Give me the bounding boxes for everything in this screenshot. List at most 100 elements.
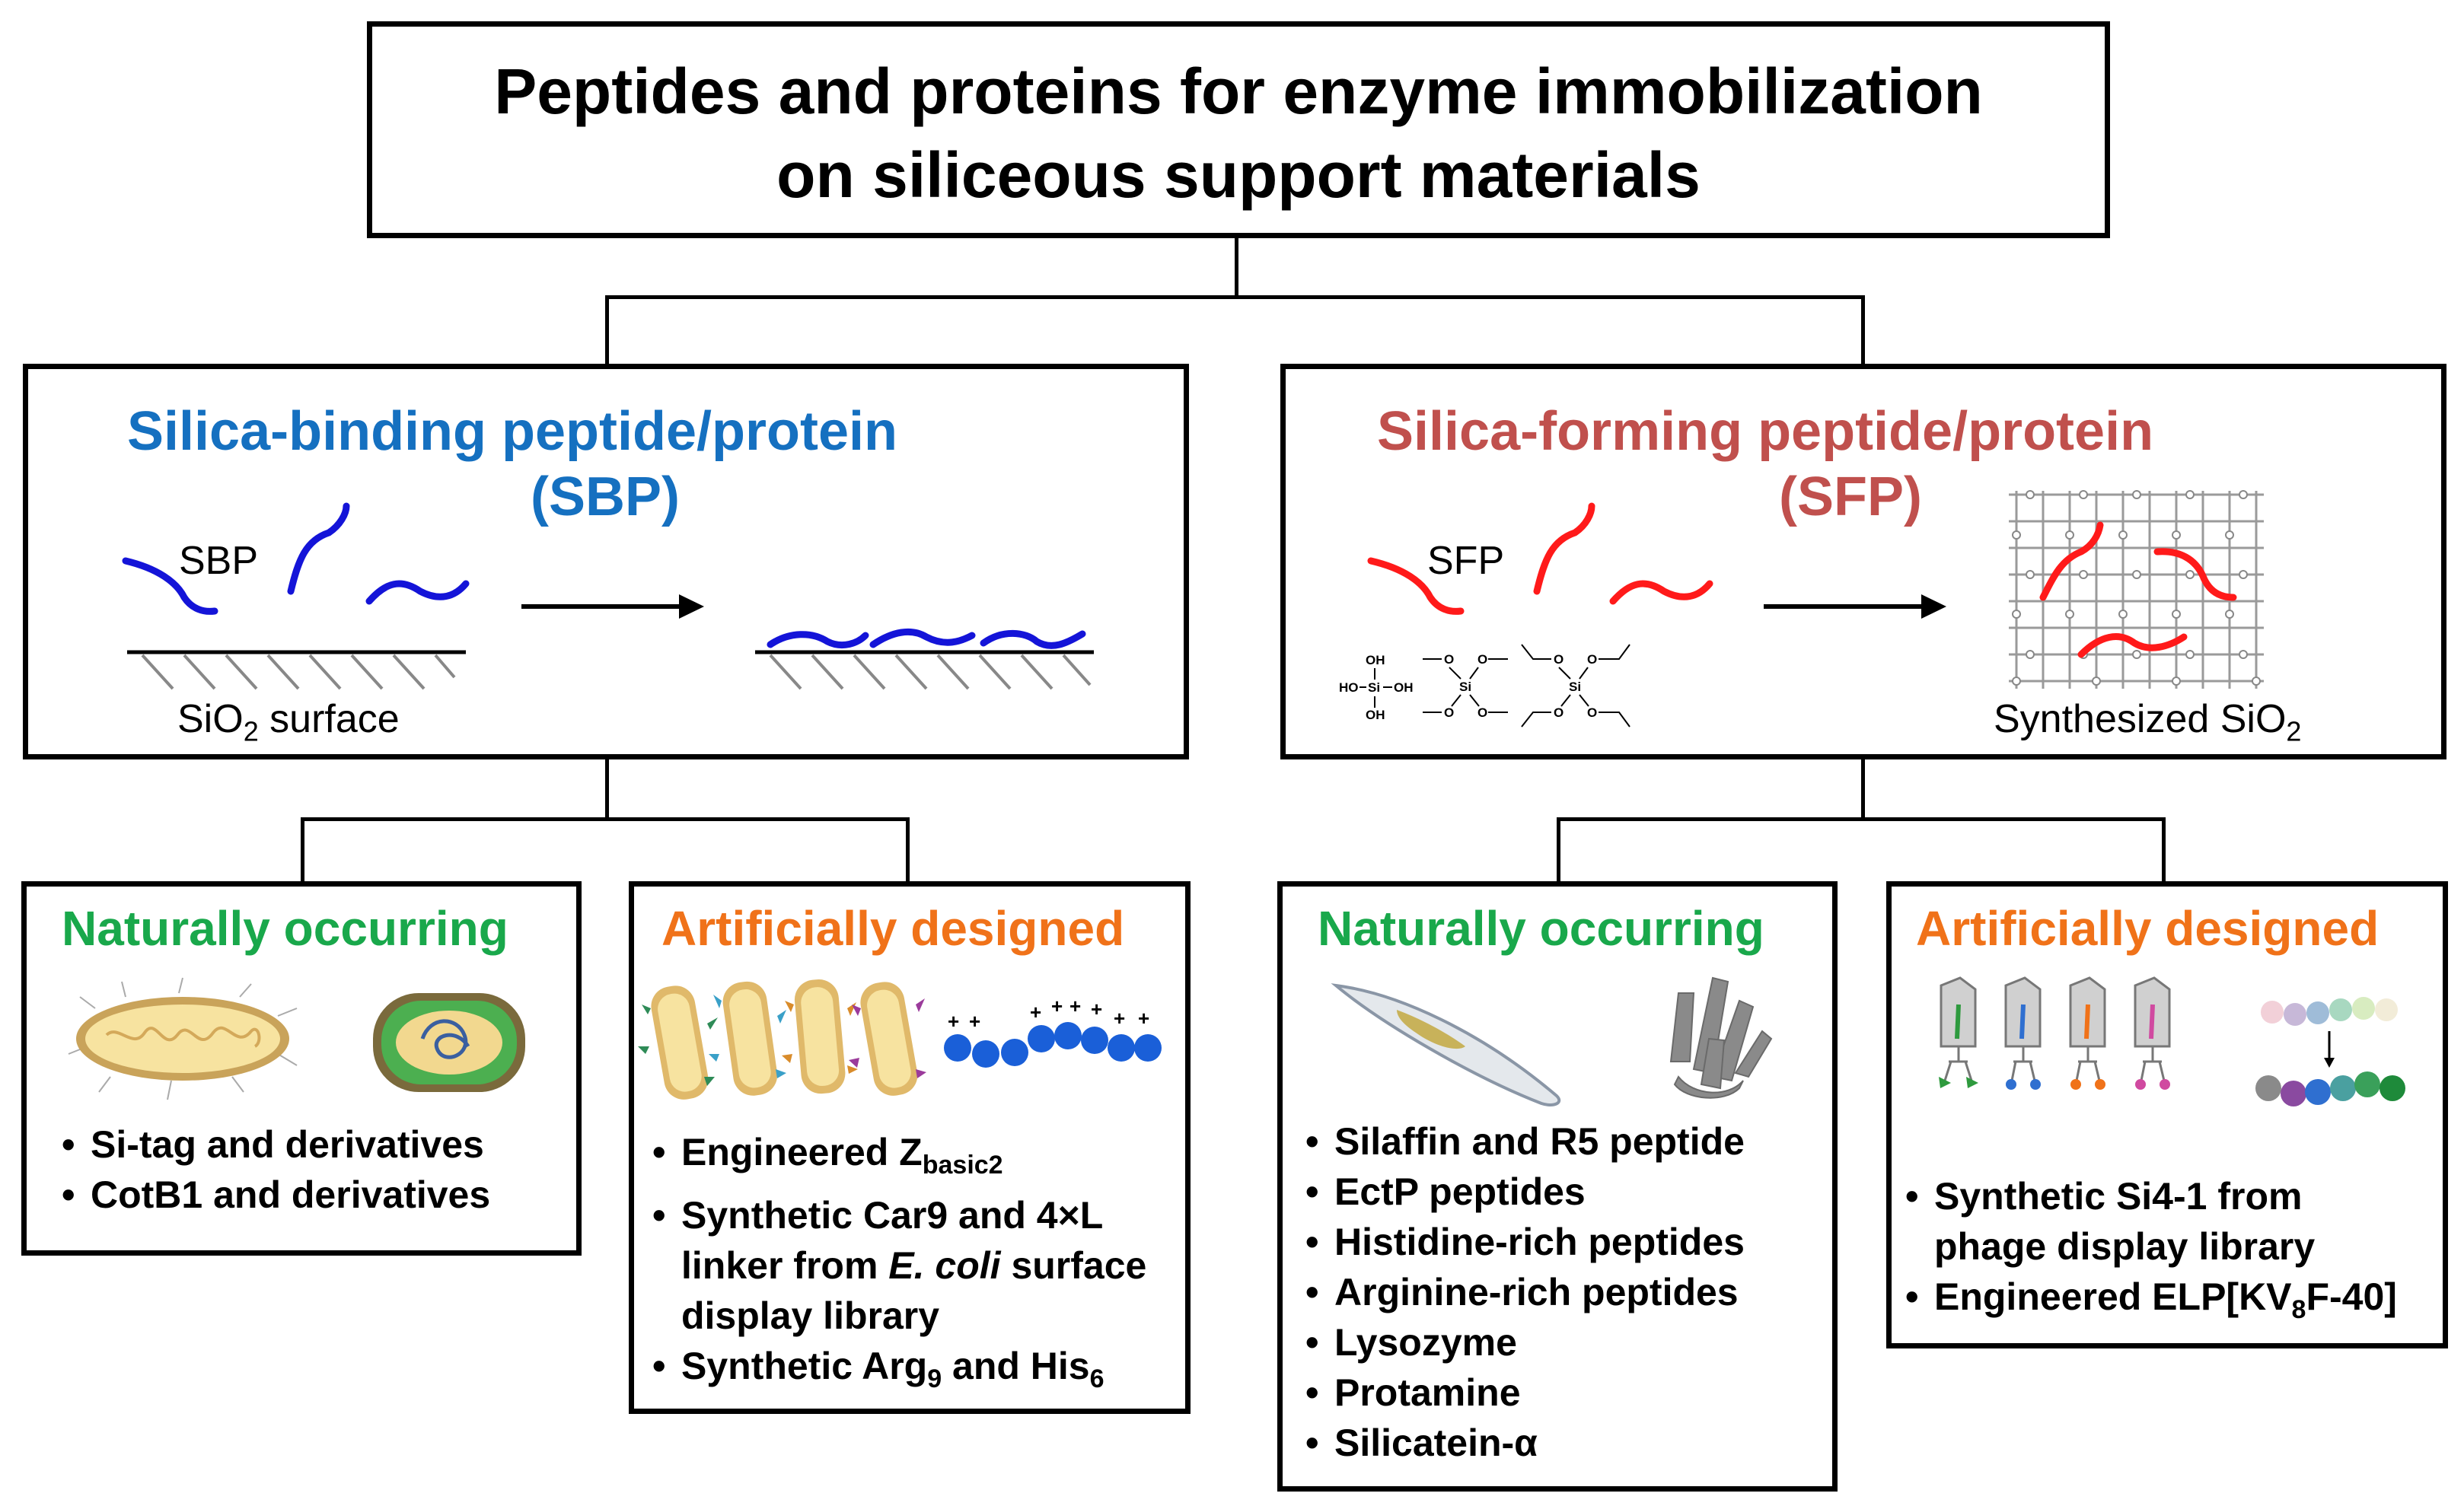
sbp-arrow-head — [679, 594, 704, 619]
svg-text:O: O — [1477, 652, 1487, 667]
connector-sbp-down — [605, 758, 609, 819]
sbp-box: Silica-binding peptide/protein (SBP) SBP… — [23, 364, 1189, 759]
sbp-peptide-label: SBP — [179, 539, 259, 583]
svg-text:+: + — [1069, 995, 1081, 1017]
display-bacteria-icon — [638, 979, 926, 1100]
connector-sbp-natural — [301, 817, 304, 883]
list-item: Si-tag and derivatives — [62, 1119, 490, 1170]
sbp-bound-peptide-3 — [980, 629, 1086, 649]
list-item: Engineered ELP[KV8F-40] — [1905, 1272, 2397, 1335]
sbp-free-peptide-2 — [287, 502, 350, 595]
svg-text:OH: OH — [1366, 708, 1385, 722]
svg-text:+: + — [1091, 998, 1102, 1020]
list-item: Histidine-rich peptides — [1305, 1217, 1745, 1267]
sfp-natural-box: Naturally occurring Silaffin and R5 pept… — [1277, 881, 1838, 1492]
sfp-free-peptide-3 — [1609, 580, 1713, 605]
sfp-embedded-peptide-3 — [2077, 633, 2188, 658]
elp-chain-icon — [2255, 997, 2405, 1106]
title-box: Peptides and proteins for enzyme immobil… — [367, 21, 2110, 238]
sbp-bound-peptide-2 — [869, 628, 976, 648]
sbp-artificial-box: Artificially designed + + + + + + + + Engineer… — [629, 881, 1191, 1414]
svg-text:O: O — [1477, 705, 1487, 720]
list-item: Synthetic Arg9 and His6 — [652, 1341, 1146, 1404]
sfp-arrow-head — [1921, 594, 1946, 619]
sfp-natural-illustration — [1331, 976, 1773, 1106]
list-item: CotB1 and derivatives — [62, 1170, 490, 1220]
diatom-icon — [1331, 983, 1561, 1106]
sbp-free-peptide-1 — [122, 557, 218, 615]
sfp-peptide-label: SFP — [1427, 539, 1505, 583]
sbp-artificial-list: Engineered Zbasic2 Synthetic Car9 and 4×… — [652, 1127, 1146, 1404]
sfp-synth-label: Synthesized SiO2 — [1994, 697, 2302, 747]
sfp-natural-list: Silaffin and R5 peptide EctP peptides Hi… — [1305, 1116, 1745, 1468]
sbp-natural-list: Si-tag and derivatives CotB1 and derivat… — [62, 1119, 490, 1220]
connector-to-sbp — [605, 295, 609, 365]
connector-sfp-artificial — [2162, 817, 2166, 883]
svg-text:+: + — [1030, 1001, 1041, 1024]
sfp-abbr: (SFP) — [1779, 466, 1922, 527]
sfp-illustration: OH HO Si OH OH Si O O O O Si O — [1339, 490, 2264, 728]
sbp-artificial-heading: Artificially designed — [661, 901, 1125, 956]
list-item: Synthetic Car9 and 4×L linker from E. co… — [652, 1190, 1146, 1341]
sbp-natural-heading: Naturally occurring — [62, 901, 508, 956]
svg-text:+: + — [948, 1010, 959, 1033]
sbp-artificial-illustration: + + + + + + + + — [638, 979, 1162, 1100]
svg-text:O: O — [1554, 652, 1564, 667]
list-item: Lysozyme — [1305, 1317, 1745, 1367]
title-line-1: Peptides and proteins for enzyme immobil… — [494, 56, 1983, 127]
sfp-box: Silica-forming peptide/protein (SFP) SFP… — [1280, 364, 2446, 759]
list-item: Engineered Zbasic2 — [652, 1127, 1146, 1190]
orthosilicic-acid-structure: OH HO Si OH OH — [1339, 653, 1414, 722]
svg-text:O: O — [1444, 705, 1454, 720]
list-item: Silicatein-α — [1305, 1418, 1745, 1468]
sfp-artificial-illustration — [1939, 976, 2405, 1106]
svg-text:O: O — [1554, 705, 1564, 720]
connector-sfp-down — [1861, 758, 1865, 819]
sfp-natural-heading: Naturally occurring — [1318, 901, 1764, 956]
svg-text:+: + — [1114, 1007, 1125, 1030]
svg-text:HO: HO — [1339, 680, 1359, 695]
connector-sfp-horizontal — [1557, 817, 2166, 821]
sbp-illustration — [122, 502, 1094, 690]
svg-text:+: + — [1138, 1007, 1149, 1030]
list-item: Silaffin and R5 peptide — [1305, 1116, 1745, 1167]
sbp-surface-hatch-left — [141, 654, 456, 690]
spore-icon — [373, 993, 525, 1092]
sbp-bound-peptide-1 — [767, 631, 869, 648]
connector-sfp-natural — [1557, 817, 1560, 883]
phage-library-icon — [1939, 976, 2171, 1090]
sfp-artificial-heading: Artificially designed — [1916, 901, 2380, 956]
sfp-artificial-box: Artificially designed — [1886, 881, 2448, 1348]
tmos-structure: Si O O O O — [1423, 652, 1508, 720]
sfp-heading: Silica-forming peptide/protein — [1377, 401, 2154, 462]
svg-text:Si: Si — [1459, 680, 1471, 694]
list-item: EctP peptides — [1305, 1167, 1745, 1217]
svg-text:+: + — [1051, 995, 1063, 1017]
connector-sbp-horizontal — [301, 817, 910, 821]
sfp-embedded-peptide-2 — [2153, 548, 2237, 601]
svg-text:+: + — [969, 1010, 980, 1033]
sfp-free-peptide-2 — [1533, 502, 1595, 595]
sponge-icon — [1669, 976, 1773, 1099]
svg-text:Si: Si — [1368, 680, 1380, 695]
sbp-abbr: (SBP) — [531, 466, 680, 527]
svg-text:O: O — [1587, 652, 1597, 667]
silica-network-nodes — [2012, 490, 2261, 686]
sbp-surface-hatch-right — [769, 654, 1092, 690]
sbp-surface-label: SiO2 surface — [177, 697, 400, 747]
sbp-natural-illustration — [68, 977, 525, 1100]
sfp-free-peptide-1 — [1367, 557, 1465, 615]
svg-text:Si: Si — [1569, 680, 1581, 694]
svg-text:OH: OH — [1366, 653, 1385, 667]
list-item: Protamine — [1305, 1367, 1745, 1418]
sbp-free-peptide-3 — [365, 580, 470, 605]
svg-text:O: O — [1444, 652, 1454, 667]
list-item: Arginine-rich peptides — [1305, 1267, 1745, 1317]
silica-network-grid — [2009, 491, 2264, 689]
connector-top-horizontal — [605, 295, 1865, 299]
connector-title-down — [1235, 236, 1238, 297]
teos-structure: Si O O O O — [1521, 644, 1630, 728]
connector-sbp-artificial — [906, 817, 910, 883]
